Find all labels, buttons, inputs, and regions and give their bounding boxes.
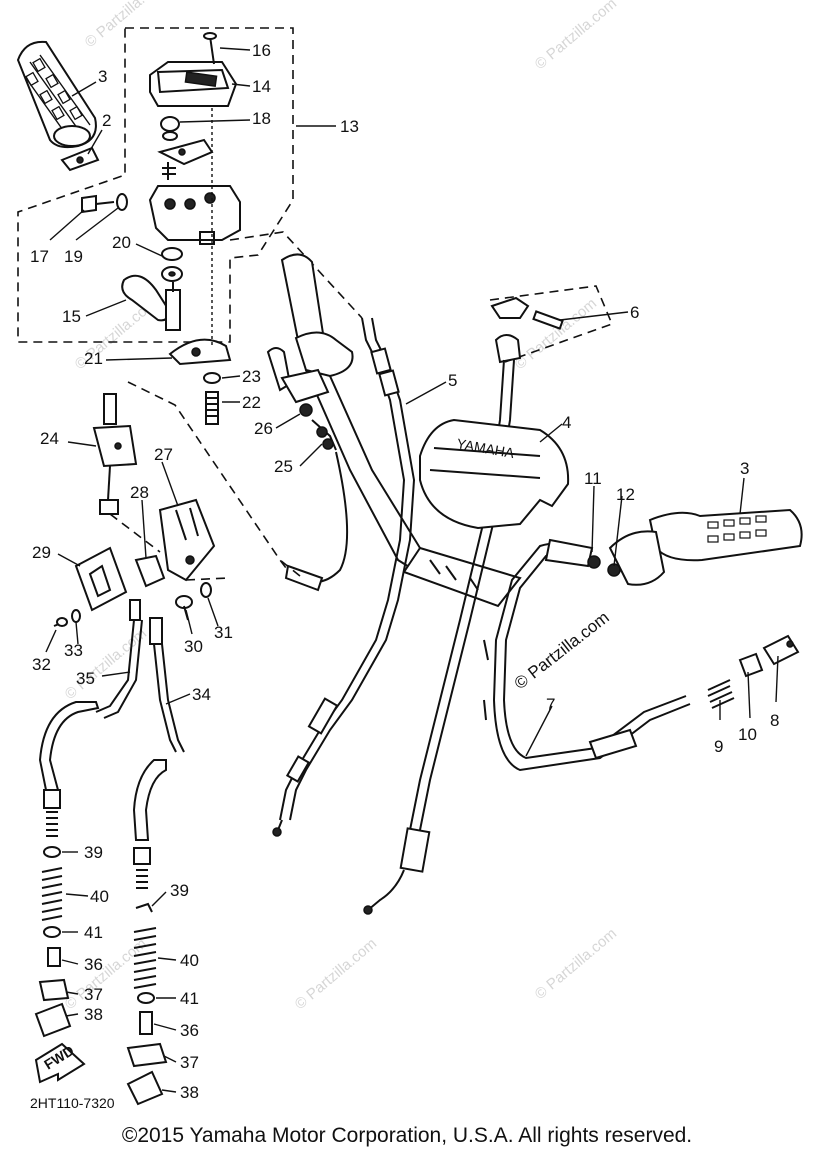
watermark: © Partzilla.com [82,0,170,51]
callout-3: 3 [98,67,107,86]
cable-34 [132,617,185,889]
callout-5: 5 [448,371,457,390]
callout-25: 25 [274,457,293,476]
switch-28 [134,554,166,588]
grip-right [608,508,803,586]
callout-18: 18 [252,109,271,128]
screw-30 [175,595,193,621]
grip-left [16,40,97,149]
nut-18 [160,116,180,141]
callout-3: 3 [740,459,749,478]
callout-24: 24 [40,429,59,448]
callout-30: 30 [184,637,203,656]
callout-31: 31 [214,623,233,642]
bolt-22 [205,391,219,425]
stack-left: FWD [34,846,86,1084]
callout-9: 9 [714,737,723,756]
diagram-code: 2HT110-7320 [30,1095,115,1111]
dash-link [109,513,229,581]
callout-29: 29 [32,543,51,562]
leader-lines [45,47,779,1093]
callout-8: 8 [770,711,779,730]
callout-37: 37 [180,1053,199,1072]
callout-6: 6 [630,303,639,322]
callout-37: 37 [84,985,103,1004]
watermark: © Partzilla.com [532,925,620,1003]
washer-20 [161,247,183,282]
cable-7 [483,538,691,772]
watermark-main: © Partzilla.com [511,608,613,694]
cap-8 [762,634,800,666]
callout-28: 28 [130,483,149,502]
cable-35 [38,599,143,837]
callout-39: 39 [170,881,189,900]
callout-23: 23 [242,367,261,386]
callout-7: 7 [546,695,555,714]
callout-11: 11 [584,469,602,488]
assembly-outline [17,27,614,581]
callout-15: 15 [62,307,81,326]
callout-4: 4 [562,413,571,432]
callout-36: 36 [180,1021,199,1040]
callout-34: 34 [192,685,211,704]
callout-17: 17 [30,247,49,266]
callout-14: 14 [252,77,271,96]
washer-31 [200,582,212,598]
washer-33 [71,609,81,623]
switch-27 [158,498,216,582]
throttle-cover [149,61,238,107]
callout-10: 10 [738,725,757,744]
switch-24 [92,393,138,515]
watermark: © Partzilla.com [292,935,380,1013]
spring-9 [707,679,735,709]
copyright-notice: ©2015 Yamaha Motor Corporation, U.S.A. A… [121,1124,693,1147]
brake-lever-assy [266,347,337,451]
cable-5 [272,317,416,837]
callout-20: 20 [112,233,131,252]
callout-40: 40 [90,887,109,906]
screw-16 [203,32,217,65]
stack-right [126,902,168,1106]
dash-link [279,559,301,577]
callout-19: 19 [64,247,83,266]
brake-cable-front [284,451,349,592]
callout-36: 36 [84,955,103,974]
callout-26: 26 [254,419,273,438]
callout-16: 16 [252,41,271,60]
callout-2: 2 [102,111,111,130]
throttle-lever-15 [121,274,181,331]
washer-19 [116,193,128,211]
throttle-lever-plate [157,138,214,180]
callout-13: 13 [340,117,359,136]
cover-4: YAMAHA [419,418,570,530]
callout-labels: 16 14 3 2 18 13 17 19 20 15 21 23 22 26 … [30,41,779,1102]
callout-21: 21 [84,349,103,368]
callout-32: 32 [32,655,51,674]
callout-41: 41 [84,923,103,942]
callout-40: 40 [180,951,199,970]
callout-27: 27 [154,445,173,464]
callout-22: 22 [242,393,261,412]
cap-10 [738,652,764,678]
clamp-21 [168,338,232,366]
throttle-housing [148,185,241,245]
plate-29 [74,546,128,612]
screw-17 [81,194,115,214]
callout-33: 33 [64,641,83,660]
grip-clip [60,146,100,172]
callout-41: 41 [180,989,199,1008]
washer-23 [203,372,221,384]
callout-38: 38 [84,1005,103,1024]
watermark: © Partzilla.com [532,0,620,73]
callout-12: 12 [616,485,635,504]
callout-39: 39 [84,843,103,862]
handlebar [280,253,522,608]
screw-32 [53,617,68,627]
callout-38: 38 [180,1083,199,1102]
callout-35: 35 [76,669,95,688]
